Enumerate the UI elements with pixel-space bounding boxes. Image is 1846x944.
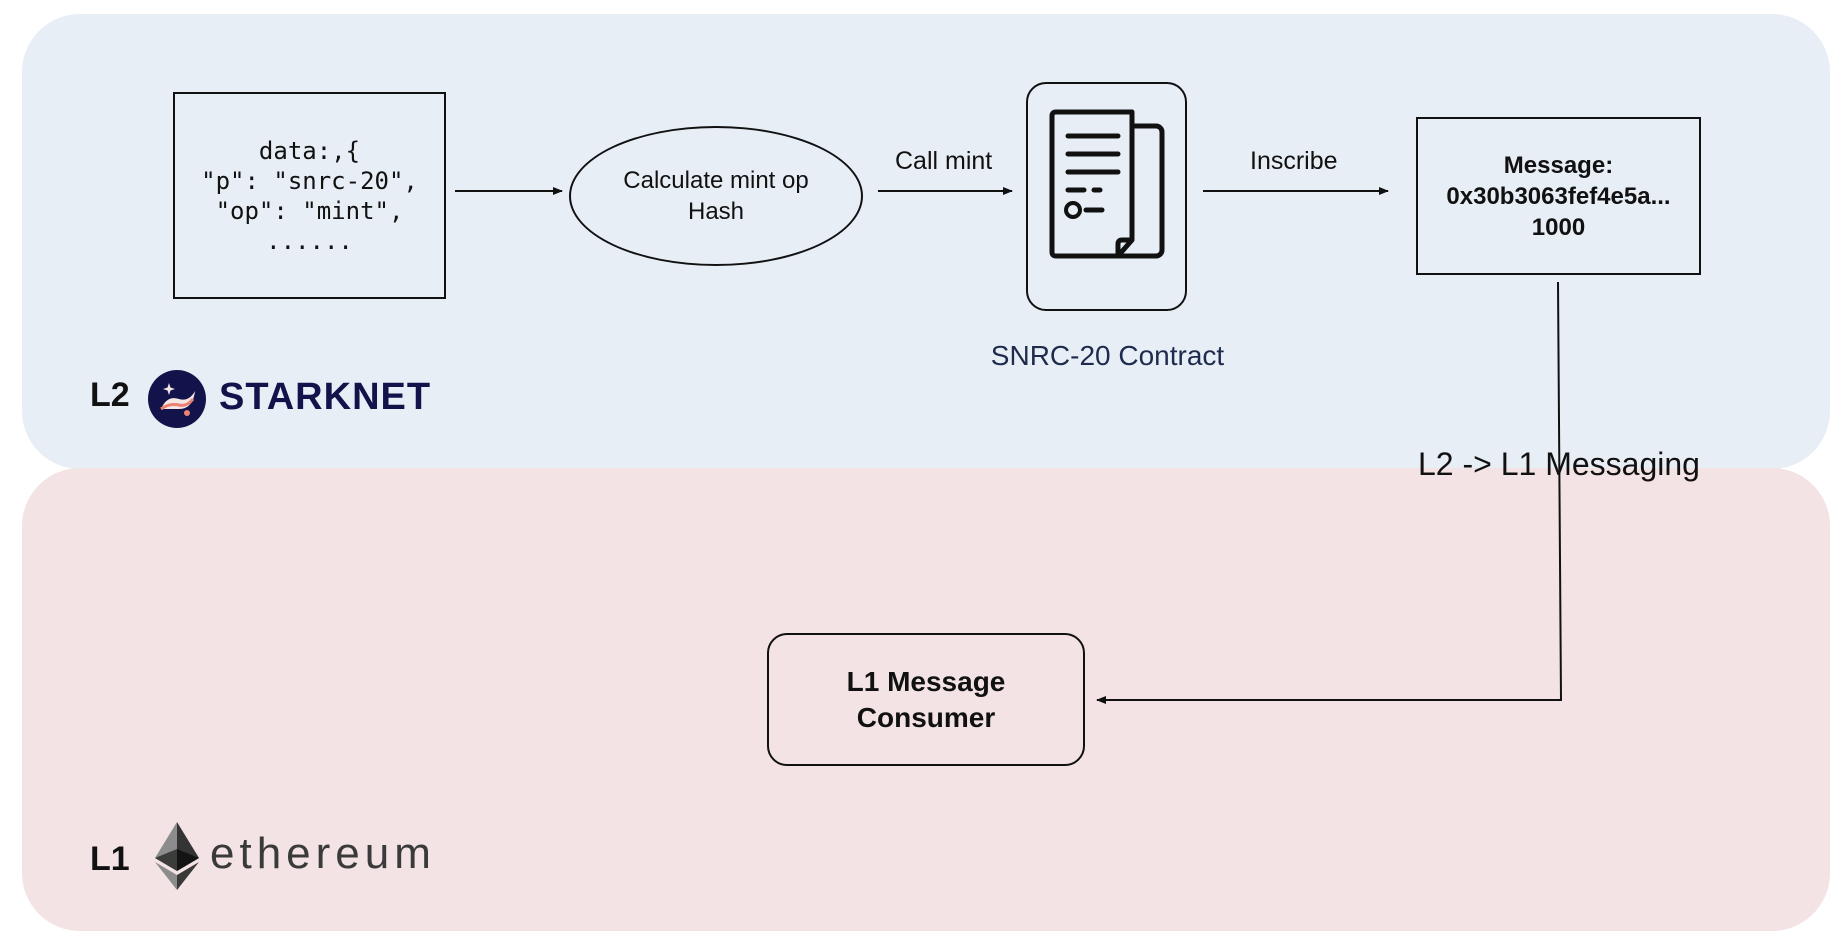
- ethereum-logo-icon: [155, 822, 199, 895]
- inscribe-label: Inscribe: [1250, 147, 1338, 175]
- document-contract-icon: [1049, 109, 1165, 259]
- starknet-logo-icon: [147, 369, 207, 434]
- message-line: Message:: [1503, 151, 1614, 179]
- contract-node: [1026, 82, 1187, 311]
- code-line: "op": "mint",: [215, 196, 404, 225]
- consumer-line: Consumer: [856, 701, 996, 733]
- l1-consumer-node: L1 Message Consumer: [767, 633, 1085, 766]
- code-line: ......: [266, 226, 353, 255]
- code-line: data:,{: [258, 136, 361, 165]
- l1-layer-label: L1: [90, 840, 130, 878]
- call-mint-label: Call mint: [895, 147, 993, 175]
- l2-layer-label: L2: [90, 376, 130, 414]
- message-line: 0x30b3063fef4e5a...: [1446, 182, 1671, 210]
- arrow-message-to-consumer: [1096, 281, 1563, 704]
- calculate-hash-node: Calculate mint op Hash: [569, 126, 863, 266]
- starknet-wordmark: STARKNET: [219, 376, 432, 418]
- consumer-line: L1 Message: [846, 665, 1006, 697]
- inscription-data-box: data:,{ "p": "snrc-20", "op": "mint", ..…: [173, 92, 446, 299]
- message-node: Message: 0x30b3063fef4e5a... 1000: [1416, 117, 1701, 275]
- contract-caption: SNRC-20 Contract: [990, 340, 1225, 371]
- code-line: "p": "snrc-20",: [201, 166, 418, 195]
- l2-l1-messaging-label: L2 -> L1 Messaging: [1418, 446, 1700, 482]
- hash-line: Hash: [687, 198, 745, 225]
- hash-line: Calculate mint op: [623, 167, 809, 194]
- ethereum-wordmark: ethereum: [210, 829, 436, 878]
- message-line: 1000: [1531, 213, 1586, 241]
